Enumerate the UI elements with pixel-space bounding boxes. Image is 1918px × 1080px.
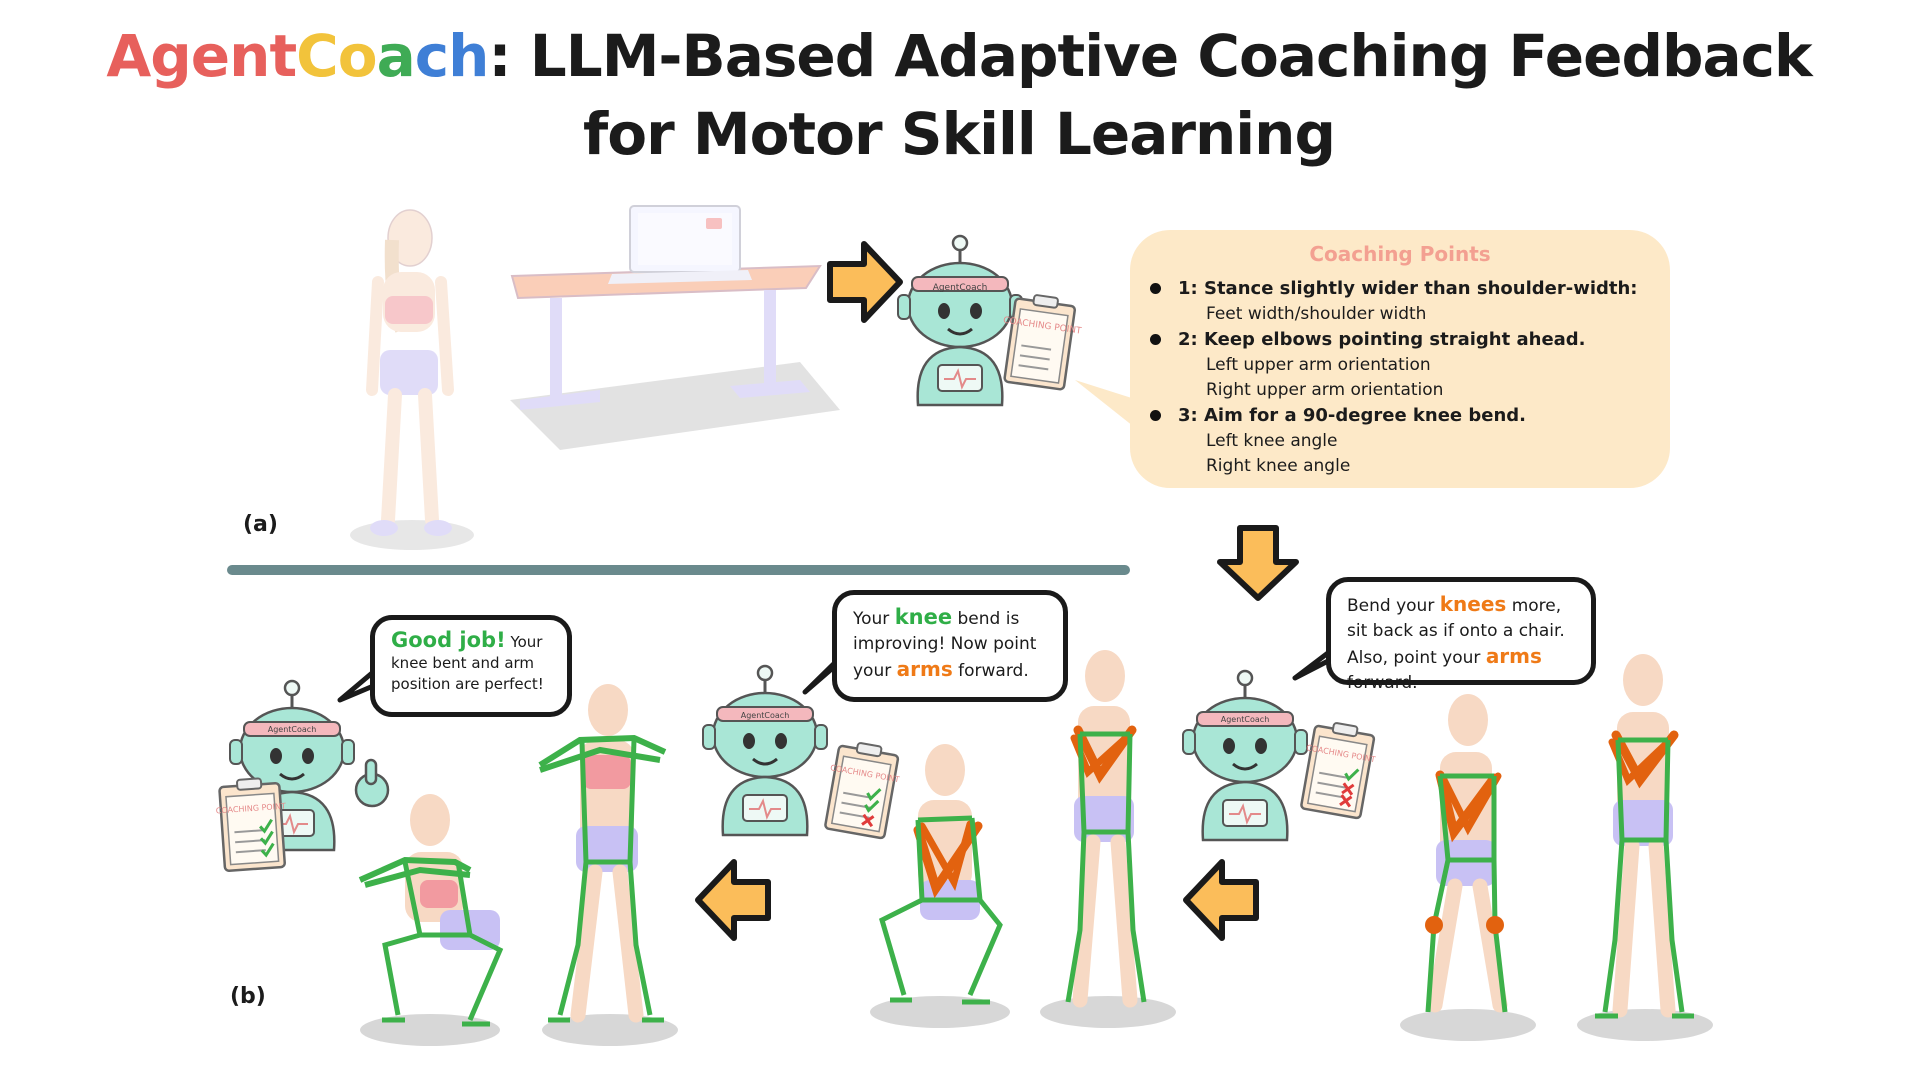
thumbs-up-icon [354, 758, 390, 808]
fb2-text-1: Your [853, 609, 895, 629]
brand-part-2: Co [296, 22, 377, 90]
feedback-bubble-good: Good job! Your knee bent and arm positio… [370, 615, 572, 717]
robot-badge: AgentCoach [933, 283, 988, 293]
coaching-point-2: 2: Keep elbows pointing straight ahead. … [1178, 327, 1640, 403]
coaching-point-3-sub-2: Right knee angle [1206, 456, 1351, 476]
fb1-line-4: forward. [1347, 673, 1418, 693]
learner-attempt-1-back [1577, 654, 1713, 1041]
panel-label-a: (a) [243, 512, 278, 537]
page-title-line-1: AgentCoach: LLM-Based Adaptive Coaching … [0, 22, 1918, 90]
fb1-line-2: sit back as if onto a chair. [1347, 621, 1565, 641]
coaching-point-1-sub-1: Feet width/shoulder width [1206, 304, 1427, 324]
panel-label-b: (b) [230, 984, 266, 1009]
fb3-text-1: Your [505, 633, 543, 651]
learner-attempt-2-squat [870, 744, 1010, 1028]
brand-part-1: Agent [106, 22, 297, 90]
coaching-point-1: 1: Stance slightly wider than shoulder-w… [1178, 276, 1640, 327]
page-title-line-2: for Motor Skill Learning [582, 100, 1336, 168]
robot-badge-b2: AgentCoach [741, 711, 790, 720]
feedback-bubble-mid: Your knee bend is improving! Now point y… [832, 590, 1068, 702]
desk-with-laptop [510, 205, 840, 450]
feedback-bubble-first: Bend your knees more, sit back as if ont… [1326, 577, 1596, 693]
fb2-text-4: forward. [952, 661, 1029, 681]
fb3-text-2: knee bent and arm [391, 654, 535, 672]
learner-standing-figure [350, 209, 474, 550]
brand-part-3: a [376, 22, 416, 90]
coaching-point-3-sub-1: Left knee angle [1206, 431, 1338, 451]
coaching-point-3-head: 3: Aim for a 90-degree knee bend. [1178, 403, 1640, 429]
coaching-point-2-sub-1: Left upper arm orientation [1206, 355, 1431, 375]
learner-attempt-3-squat [358, 794, 504, 1046]
fb3-highlight-good-job: Good job! [391, 628, 506, 652]
learner-attempt-3-back [538, 684, 678, 1046]
learner-attempt-1-side [1400, 694, 1536, 1041]
coaching-point-3: 3: Aim for a 90-degree knee bend. Left k… [1178, 403, 1640, 479]
fb1-highlight-knees: knees [1439, 592, 1507, 616]
title-rest: : LLM-Based Adaptive Coaching Feedback [488, 22, 1812, 90]
fb2-highlight-arms: arms [896, 657, 953, 681]
fb2-highlight-knee: knee [894, 605, 953, 629]
coaching-point-2-head: 2: Keep elbows pointing straight ahead. [1178, 327, 1640, 353]
fb1-text-3: Also, point your [1347, 648, 1486, 668]
fb1-text-2: more, [1506, 596, 1562, 616]
coaching-point-1-head: 1: Stance slightly wider than shoulder-w… [1178, 276, 1640, 302]
fb3-text-3: position are perfect! [391, 675, 544, 693]
fb1-text-1: Bend your [1347, 596, 1440, 616]
fb1-highlight-arms: arms [1485, 644, 1542, 668]
coaching-points-title: Coaching Points [1309, 242, 1491, 266]
fb2-line-2: improving! Now point [853, 634, 1037, 654]
robot-badge-b1: AgentCoach [268, 725, 317, 734]
brand-part-4: ch [414, 22, 490, 90]
robot-badge-b3: AgentCoach [1221, 715, 1270, 724]
fb2-text-3: your [853, 661, 897, 681]
coaching-point-2-sub-2: Right upper arm orientation [1206, 380, 1444, 400]
learner-attempt-2-back [1040, 650, 1176, 1028]
coaching-points-panel: Coaching Points 1: Stance slightly wider… [1130, 230, 1670, 488]
fb2-text-2: bend is [952, 609, 1020, 629]
